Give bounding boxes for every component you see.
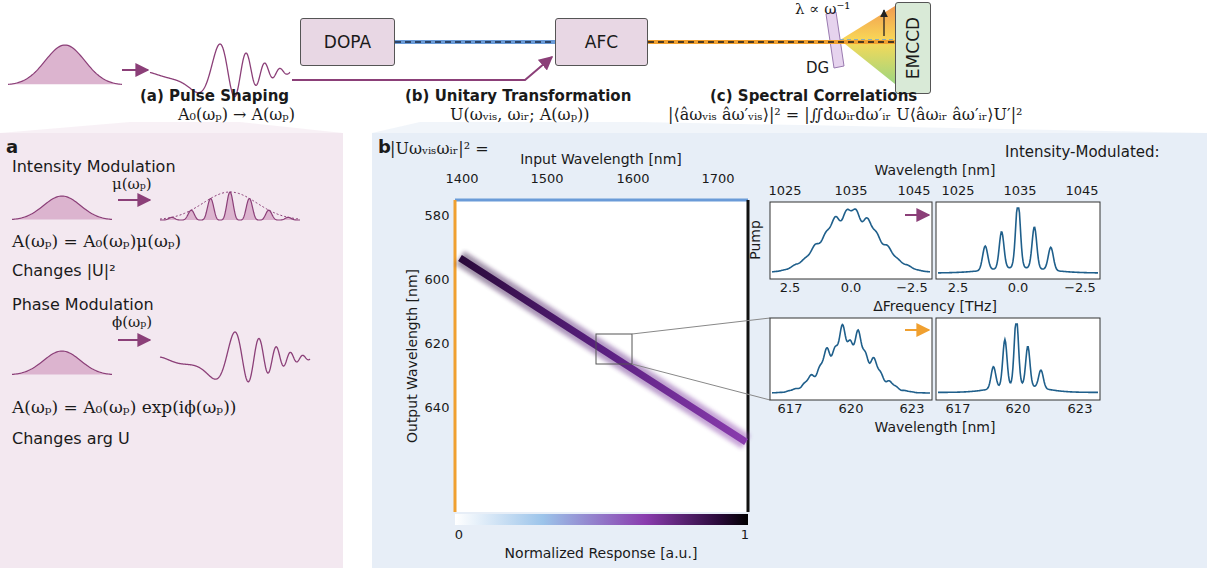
shaping-arrow bbox=[122, 69, 148, 71]
envelope bbox=[160, 192, 300, 219]
panel: a bbox=[0, 133, 343, 568]
axis-label: Output Wavelength [nm] bbox=[404, 269, 420, 443]
axis-label: 620 bbox=[1006, 402, 1031, 417]
axis-label: 1 bbox=[741, 528, 749, 543]
axis-label: Input Wavelength [nm] bbox=[520, 151, 682, 167]
beam-dash bbox=[395, 41, 555, 42]
text-label: (a) Pulse Shaping bbox=[140, 88, 289, 105]
axis-label: 1500 bbox=[530, 172, 563, 187]
panel: b bbox=[372, 133, 1207, 568]
text-label: Changes |U|² bbox=[12, 262, 116, 280]
modulation-arrow bbox=[905, 329, 929, 331]
text-label: Intensity Modulation bbox=[12, 158, 176, 176]
text-label: Changes arg U bbox=[12, 430, 130, 448]
axis-top bbox=[455, 199, 748, 202]
axis-label: 0.0 bbox=[841, 281, 862, 296]
beam-connector bbox=[395, 42, 555, 43]
axis-label: −2.5 bbox=[1064, 281, 1096, 296]
text-label: λ ∝ ω⁻¹ bbox=[795, 1, 850, 18]
axis-label: Wavelength [nm] bbox=[875, 162, 996, 178]
text-label: Intensity-Modulated: bbox=[1005, 144, 1160, 161]
text-label: (c) Spectral Correlations bbox=[710, 88, 917, 105]
shaping-arrow bbox=[118, 339, 150, 341]
beam-dash bbox=[648, 41, 895, 42]
modulation-arrow bbox=[905, 214, 929, 216]
axis-label: Wavelength [nm] bbox=[875, 419, 996, 435]
axis-label: −2.5 bbox=[896, 281, 928, 296]
colorbar bbox=[455, 514, 748, 525]
wavelength-arrow bbox=[883, 10, 884, 36]
input-pulse bbox=[12, 351, 112, 374]
beam-line bbox=[395, 40, 555, 44]
panel-a-ground bbox=[0, 133, 343, 568]
axis-label: 1045 bbox=[897, 184, 930, 199]
panel-letter: b bbox=[378, 136, 391, 157]
text-label: A(ωₚ) = A₀(ωₚ)μ(ωₚ) bbox=[12, 232, 181, 252]
axis-label: 2.5 bbox=[948, 281, 969, 296]
text-label: A₀(ωₚ) → A(ωₚ) bbox=[178, 106, 295, 124]
output-spectrum bbox=[772, 325, 930, 393]
axis-label: 580 bbox=[425, 209, 450, 224]
axis-label: 640 bbox=[425, 401, 450, 416]
zoom-line bbox=[632, 318, 770, 334]
zoom-box bbox=[596, 334, 632, 364]
text-label: (b) Unitary Transformation bbox=[405, 88, 631, 105]
pump-spectrum-modulated bbox=[938, 208, 1098, 273]
text-label: U(ωᵥᵢₛ, ωᵢᵣ; A(ωₚ)) bbox=[450, 106, 590, 124]
axis-label: 623 bbox=[900, 402, 925, 417]
spectrum-frames bbox=[770, 202, 1100, 400]
process-box: DOPA bbox=[300, 18, 395, 66]
box-label: AFC bbox=[585, 32, 618, 52]
axis-label: 620 bbox=[425, 337, 450, 352]
axis-label: 0.0 bbox=[1008, 281, 1029, 296]
axis-label: 1700 bbox=[701, 172, 734, 187]
axis-label: 1025 bbox=[768, 184, 801, 199]
axis-label: 617 bbox=[778, 402, 803, 417]
text-label: Phase Modulation bbox=[12, 296, 154, 314]
pump-spectrum bbox=[772, 209, 930, 272]
text-label: |Uωᵥᵢₛωᵢᵣ|² = bbox=[390, 140, 489, 158]
zoom-line bbox=[632, 364, 770, 400]
text-label: |⟨âωᵥᵢₛ âω′ᵥᵢₛ⟩|² = |∬dωᵢᵣdω′ᵢᵣ U⟨âωᵢᵣ â… bbox=[668, 106, 1022, 124]
input-pulse bbox=[8, 45, 122, 84]
text-label: DG bbox=[806, 60, 829, 77]
axis-label: Pump bbox=[747, 220, 763, 260]
axis-label: 617 bbox=[946, 402, 971, 417]
axis-label: 1600 bbox=[616, 172, 649, 187]
process-box: AFC bbox=[555, 18, 648, 66]
beam-line bbox=[648, 40, 895, 44]
axis-label: 623 bbox=[1068, 402, 1093, 417]
heatmap-area bbox=[455, 200, 748, 512]
response-band-halo bbox=[460, 258, 746, 442]
shaping-arrow bbox=[118, 199, 150, 201]
text-label: μ(ωₚ) bbox=[112, 176, 152, 193]
axis-label: Normalized Response [a.u.] bbox=[505, 545, 698, 561]
axis-label: 1045 bbox=[1065, 184, 1098, 199]
response-band bbox=[460, 258, 746, 442]
axis-label: 620 bbox=[839, 402, 864, 417]
panel-b-ground bbox=[372, 133, 1207, 568]
panel-letter: a bbox=[6, 136, 18, 157]
axis-label: 0 bbox=[455, 528, 463, 543]
box-label: DOPA bbox=[324, 32, 371, 52]
axis-label: ΔFrequency [THz] bbox=[873, 298, 997, 314]
box-label: EMCCD bbox=[903, 17, 923, 79]
axis-label: 1035 bbox=[834, 184, 867, 199]
rotated-holder: EMCCD bbox=[903, 17, 923, 79]
modulated-pulse bbox=[160, 192, 300, 220]
axis-label: 2.5 bbox=[780, 281, 801, 296]
output-spectrum-modulated bbox=[938, 324, 1098, 392]
input-pulse bbox=[12, 196, 112, 219]
text-label: A(ωₚ) = A₀(ωₚ) exp(iϕ(ωₚ)) bbox=[12, 398, 236, 418]
phase-shaped-pulse bbox=[160, 332, 310, 382]
text-label: ϕ(ωₚ) bbox=[112, 314, 152, 331]
axis-label: 1035 bbox=[1003, 184, 1036, 199]
beam-connector bbox=[648, 42, 895, 43]
axis-label: 1400 bbox=[445, 172, 478, 187]
axis-left bbox=[454, 200, 457, 512]
axis-label: 1025 bbox=[941, 184, 974, 199]
detector-box: EMCCD bbox=[895, 2, 931, 94]
axis-label: 600 bbox=[425, 273, 450, 288]
